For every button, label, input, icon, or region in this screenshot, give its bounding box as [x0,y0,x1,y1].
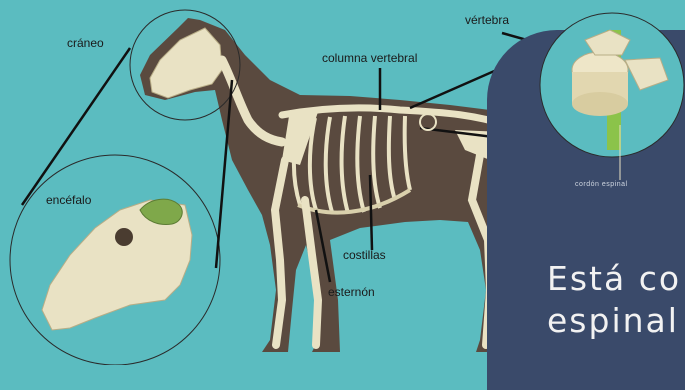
caption-text: Está co espinal [547,258,681,342]
horse-anatomy-diagram: cráneo encéfalo columna vertebral vérteb… [0,0,685,365]
label-esternon: esternón [328,285,375,299]
label-costillas: costillas [343,248,386,262]
label-cordon-espinal: cordón espinal [575,181,628,188]
label-columna-vertebral: columna vertebral [322,51,417,65]
label-vertebra: vértebra [465,13,509,27]
vertebra-base [572,92,628,116]
label-encefalo: encéfalo [46,193,91,207]
label-craneo: cráneo [67,36,104,50]
caption-line-2: espinal [547,301,679,340]
caption-line-1: Está co [547,259,681,298]
